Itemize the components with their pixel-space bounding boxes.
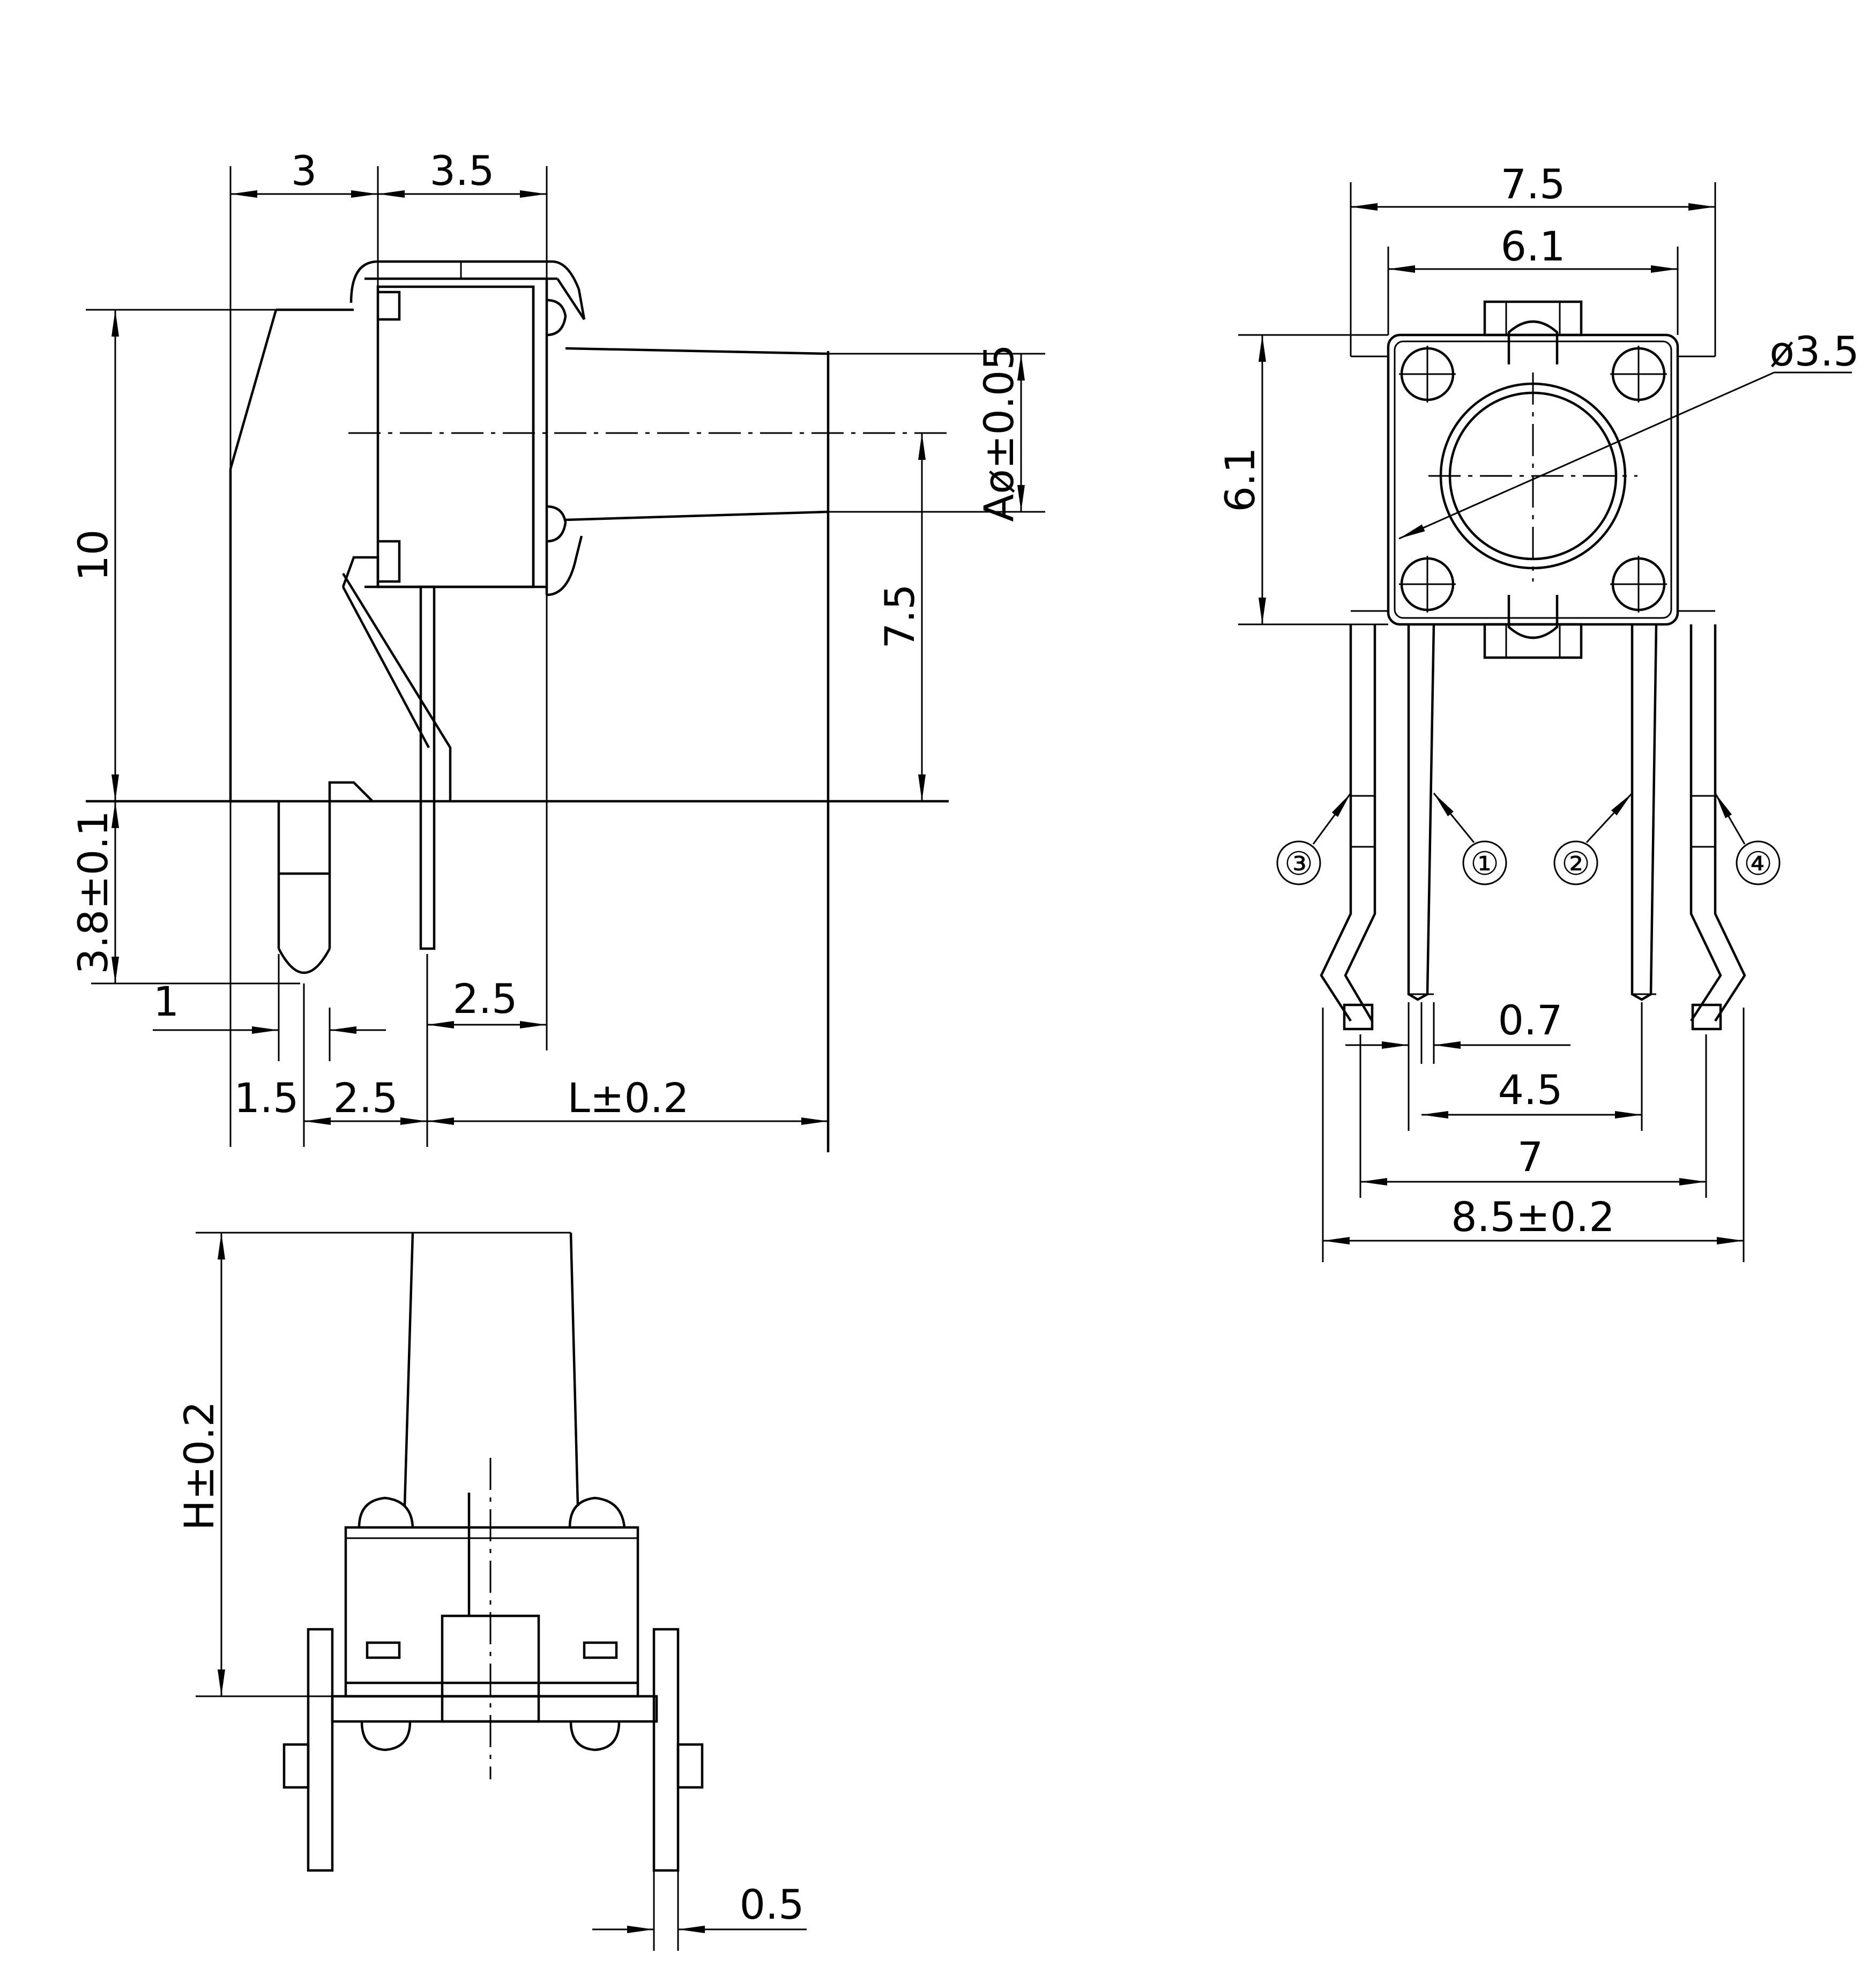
dim-pin-1: 1: [153, 978, 179, 1025]
dim-pin-2-5-top: 2.5: [453, 975, 518, 1023]
side-view: 3 3.5 10 Aø±0.05 7.5 3.8±0.1 1 2.5 1.5 2…: [69, 147, 1045, 1152]
side-view-body: [86, 166, 1045, 1152]
side-view-dimensions: 3 3.5 10 Aø±0.05 7.5 3.8±0.1 1 2.5 1.5 2…: [69, 147, 1025, 1125]
dim-height-7-5: 7.5: [876, 584, 924, 649]
dim-pitch-7: 7: [1517, 1133, 1543, 1181]
dim-height-H: H±0.2: [175, 1401, 223, 1531]
pin-labels: ③ ① ② ④: [1276, 792, 1781, 885]
bottom-view-body: [196, 1232, 704, 1951]
dim-height-10: 10: [69, 530, 117, 582]
pin-label-3: ③: [1284, 845, 1313, 883]
dim-thickness-0-5: 0.5: [740, 1881, 805, 1928]
dim-pin-0-7: 0.7: [1498, 996, 1563, 1044]
bottom-view: H±0.2 0.5: [175, 1232, 807, 1951]
bottom-view-dimensions: H±0.2 0.5: [175, 1233, 807, 1933]
front-view-body: [1238, 182, 1746, 1262]
dim-length-L: L±0.2: [568, 1074, 689, 1122]
dim-width-7-5: 7.5: [1501, 160, 1566, 208]
dim-width-3-5: 3.5: [430, 147, 495, 195]
dim-pin-2-5-bottom: 2.5: [333, 1074, 398, 1122]
front-view: 7.5 6.1 6.1 ø3.5 0.7 4.5 7 8.5±0.2 ③ ①: [1216, 160, 1859, 1262]
dim-width-3: 3: [291, 147, 317, 195]
dim-button-dia: ø3.5: [1769, 327, 1859, 375]
pin-label-2: ②: [1561, 845, 1590, 883]
corner-holes: [1399, 346, 1667, 613]
dim-pitch-4-5: 4.5: [1498, 1066, 1563, 1114]
dim-stem-dia: Aø±0.05: [975, 344, 1023, 521]
dim-pin-3-8: 3.8±0.1: [69, 810, 117, 974]
front-view-dimensions: 7.5 6.1 6.1 ø3.5 0.7 4.5 7 8.5±0.2: [1216, 160, 1859, 1244]
dim-height-6-1: 6.1: [1216, 448, 1264, 512]
dim-width-6-1: 6.1: [1501, 222, 1566, 270]
dim-overall-8-5: 8.5±0.2: [1451, 1193, 1614, 1241]
pin-label-1: ①: [1470, 845, 1499, 883]
dim-pin-1-5: 1.5: [234, 1074, 299, 1122]
pin-label-4: ④: [1744, 845, 1773, 883]
